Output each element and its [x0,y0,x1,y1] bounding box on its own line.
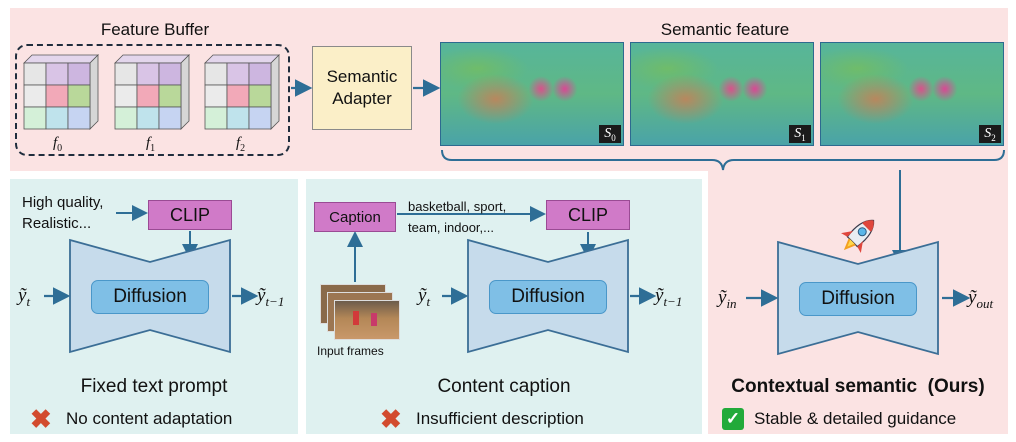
feature-label-0: f0 [53,135,62,154]
feature-label-0-f: f [53,135,58,151]
caption-box: Caption [314,202,396,232]
cross-icon: ✖ [30,404,52,434]
feature-label-2-f: f [236,135,241,151]
input-symbol-3-y: ỹ [718,287,727,308]
semantic-map-2-tag: S2 [979,125,1001,143]
feature-label-0-sub: 0 [57,143,63,154]
check-icon: ✓ [722,408,744,430]
feature-cubes [23,54,280,130]
semantic-map-1: S1 [630,42,814,146]
feature-buffer-frame [15,44,290,156]
semantic-map-2-sub: 2 [991,132,996,143]
clip-box-1: CLIP [148,200,232,230]
output-symbol-3-sub: out [976,295,994,311]
input-symbol-2-y: ỹ [418,285,427,306]
feature-label-1-f: f [146,135,151,151]
input-symbol-1: ỹt [18,285,30,310]
semantic-feature-title: Semantic feature [660,20,790,39]
output-symbol-2: ỹt−1 [655,285,682,310]
player-figure [371,313,377,326]
feature-cube-0 [23,54,99,130]
semantic-map-1-s: S [794,126,802,141]
caption-text: basketball, sport, team, indoor,... [408,196,506,238]
caption-text-line1: basketball, sport, [408,199,507,214]
input-frames-stack [320,284,400,342]
input-frame-front [334,300,400,340]
prompt-line1: High quality, [22,194,104,211]
diffusion-box-1: Diffusion [91,280,209,314]
feature-cube-2 [204,54,280,130]
input-symbol-2: ỹt [418,285,430,310]
feature-label-2: f2 [236,135,245,154]
diffusion-box-3: Diffusion [799,282,917,316]
semantic-map-0-tag: S0 [599,125,621,143]
input-frames-label: Input frames [317,344,384,358]
feature-buffer-title: Feature Buffer [100,20,210,39]
output-symbol-1-y: ỹ [257,285,266,306]
panel1-title: Fixed text prompt [80,376,228,397]
prompt-text: High quality, Realistic... [22,192,103,234]
caption-text-line2: team, indoor,... [408,220,494,235]
semantic-map-2-s: S [984,126,992,141]
input-symbol-3: ỹin [718,287,737,312]
semantic-map-0-sub: 0 [611,132,616,143]
semantic-adapter-box: Semantic Adapter [312,46,412,130]
output-symbol-1-sub: t−1 [265,293,285,309]
input-symbol-3-sub: in [726,295,737,311]
semantic-map-1-sub: 1 [801,132,806,143]
feature-label-1-sub: 1 [150,143,156,154]
clip-box-2: CLIP [546,200,630,230]
panel3-verdict: Stable & detailed guidance [754,409,957,428]
semantic-map-0-s: S [604,126,612,141]
panel1-verdict: No content adaptation [66,409,233,428]
input-symbol-2-sub: t [426,293,431,309]
feature-label-2-sub: 2 [240,143,246,154]
rocket-icon [841,219,875,253]
diffusion-box-2: Diffusion [489,280,607,314]
input-symbol-1-y: ỹ [18,285,27,306]
player-figure [353,311,359,325]
semantic-adapter-line2: Adapter [332,89,392,108]
output-symbol-2-y: ỹ [655,285,664,306]
semantic-map-2: S2 [820,42,1004,146]
input-symbol-1-sub: t [26,293,31,309]
panel2-title: Content caption [437,376,571,397]
panel3-title: Contextual semantic (Ours) [731,376,985,397]
output-symbol-3-y: ỹ [968,287,977,308]
output-symbol-1: ỹt−1 [257,285,284,310]
panel2-verdict: Insufficient description [416,409,584,428]
prompt-line2: Realistic... [22,215,92,232]
semantic-adapter-line1: Semantic [326,67,398,86]
cross-icon: ✖ [380,404,402,434]
output-symbol-3: ỹout [968,287,993,312]
feature-cube-1 [114,54,190,130]
output-symbol-2-sub: t−1 [663,293,683,309]
feature-label-1: f1 [146,135,155,154]
semantic-map-1-tag: S1 [789,125,811,143]
semantic-map-0: S0 [440,42,624,146]
